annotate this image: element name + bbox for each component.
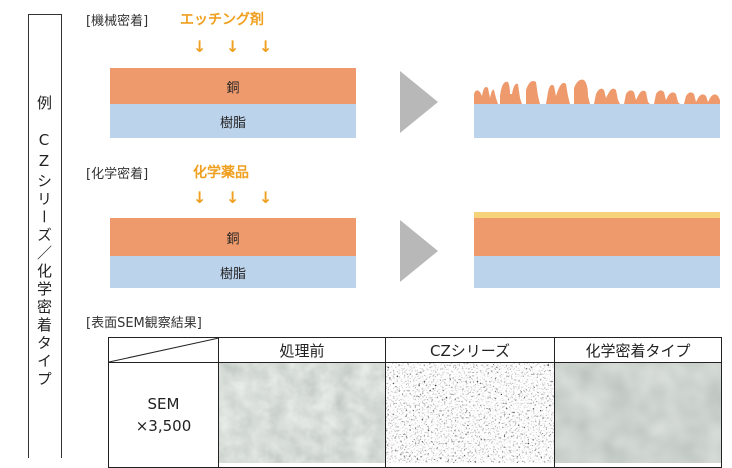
sem-row-header: SEM ×3,500 (108, 362, 219, 468)
sem-texture-before (219, 363, 385, 463)
mechanical-copper-layer: 銅 (110, 68, 356, 104)
sem-image-cz (385, 362, 555, 468)
mechanical-result-rough-copper (474, 79, 720, 104)
sem-image-row: SEM ×3,500 (108, 362, 722, 468)
chemical-result-resin (474, 256, 720, 288)
chemical-result-coating (474, 212, 720, 218)
mechanical-arrow-1: ↓ (193, 37, 207, 56)
sem-corner-cell (108, 337, 219, 363)
corner-diagonal (109, 338, 219, 362)
chemical-resin-label: 樹脂 (219, 266, 246, 282)
sem-table: 処理前 CZシリーズ 化学密着タイプ SEM ×3,500 (108, 337, 722, 468)
mechanical-label: [機械密着] (86, 14, 149, 29)
mechanical-reagent: エッチング剤 (180, 12, 264, 28)
chemical-copper-layer: 銅 (110, 218, 356, 256)
sem-texture-cz (386, 363, 554, 463)
sem-texture-chemical (555, 363, 721, 463)
process-arrow-mechanical (400, 71, 438, 133)
mechanical-resin-layer: 樹脂 (110, 104, 356, 138)
side-label: 例 CZシリーズ／化学密着タイプ (35, 95, 53, 389)
chemical-arrow-2: ↓ (226, 188, 240, 207)
mechanical-arrow-3: ↓ (259, 37, 273, 56)
chemical-arrow-3: ↓ (259, 188, 273, 207)
sem-image-chemical (554, 362, 722, 468)
sem-row-header-line2: ×3,500 (135, 417, 192, 435)
sem-col-cz: CZシリーズ (385, 337, 555, 363)
sem-header-row: 処理前 CZシリーズ 化学密着タイプ (108, 337, 722, 363)
mechanical-result-resin (474, 104, 720, 138)
sem-col-before: 処理前 (218, 337, 386, 363)
side-frame: 例 CZシリーズ／化学密着タイプ (28, 14, 62, 458)
sem-image-before (218, 362, 386, 468)
sem-col-chemical: 化学密着タイプ (554, 337, 722, 363)
mechanical-result (474, 79, 720, 138)
mechanical-copper-label: 銅 (226, 80, 240, 96)
chemical-arrow-1: ↓ (193, 188, 207, 207)
sem-row-header-line1: SEM (147, 395, 180, 413)
chemical-label: [化学密着] (86, 167, 149, 182)
mechanical-resin-label: 樹脂 (219, 115, 246, 131)
chemical-reagent: 化学薬品 (193, 165, 249, 181)
chemical-copper-label: 銅 (226, 231, 240, 247)
process-arrow-chemical (400, 220, 438, 282)
sem-label: [表面SEM観察結果] (86, 316, 202, 331)
chemical-resin-layer: 樹脂 (110, 256, 356, 288)
chemical-result-copper (474, 218, 720, 256)
mechanical-arrow-2: ↓ (226, 37, 240, 56)
